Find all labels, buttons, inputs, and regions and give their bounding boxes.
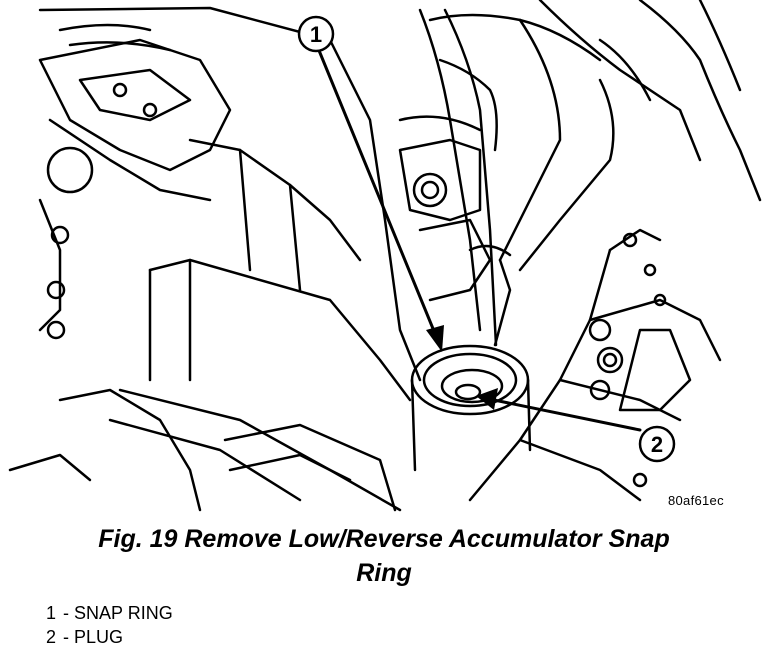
transmission-case-drawing — [8, 6, 722, 512]
legend-label: PLUG — [74, 627, 124, 647]
callout-2-leader — [492, 398, 642, 432]
callout-1-number: 1 — [310, 22, 322, 47]
callout-arrows — [316, 46, 642, 432]
snap-ring-pliers-drawing — [418, 0, 742, 347]
legend-separator: - — [58, 627, 74, 647]
legend-item: 2 - PLUG — [46, 625, 173, 649]
bolt-holes — [46, 82, 667, 488]
hand-drawing — [428, 0, 762, 202]
legend-label: SNAP RING — [74, 603, 173, 623]
figure-caption: Fig. 19 Remove Low/Reverse Accumulator S… — [0, 522, 768, 590]
callout-1-leader — [316, 46, 438, 338]
legend-number: 2 — [46, 627, 57, 647]
callout-2-arrowhead — [476, 388, 498, 410]
legend-separator: - — [58, 603, 74, 623]
legend-item: 1 - SNAP RING — [46, 601, 173, 625]
callout-2: 2 — [638, 425, 676, 463]
caption-line-2: Ring — [356, 559, 412, 587]
image-code: 80af61ec — [668, 493, 724, 508]
accumulator-bore — [410, 344, 532, 472]
parts-legend: 1 - SNAP RING 2 - PLUG — [46, 601, 173, 649]
technical-illustration: 1 2 — [8, 0, 762, 512]
caption-line-1: Fig. 19 Remove Low/Reverse Accumulator S… — [98, 525, 670, 553]
callout-2-number: 2 — [651, 432, 663, 457]
legend-number: 1 — [46, 603, 57, 623]
callout-1: 1 — [297, 15, 335, 53]
callout-1-arrowhead — [426, 325, 444, 352]
